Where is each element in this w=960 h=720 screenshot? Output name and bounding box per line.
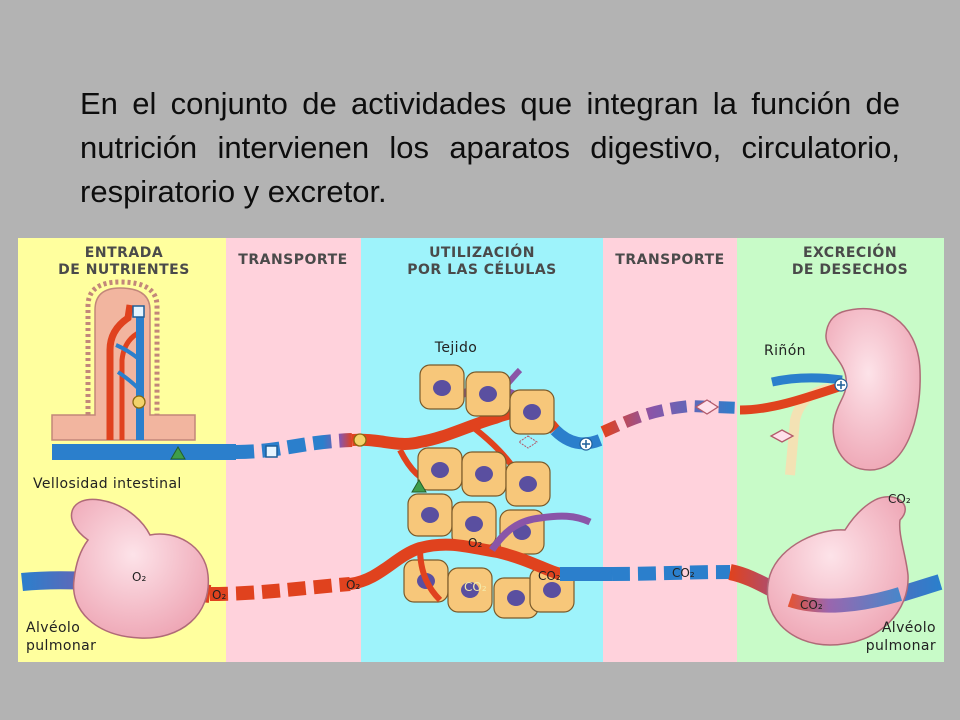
label-vellosidad: Vellosidad intestinal: [33, 476, 182, 492]
header-transporte-2: TRANSPORTE: [615, 252, 724, 268]
markers: [132, 305, 848, 493]
header-transporte-1: TRANSPORTE: [238, 252, 347, 268]
gas-labels: O₂ O₂ O₂ O₂ CO₂ CO₂ CO₂ CO₂ CO₂: [132, 492, 911, 612]
gas-co2-exhaled: CO₂: [888, 492, 911, 506]
diagram-labels: Tejido Riñón Vellosidad intestinal Alvéo…: [26, 340, 936, 654]
lipid-transport-marker: [353, 433, 367, 447]
label-alveolo-right-2: pulmonar: [866, 638, 936, 654]
column-headers: ENTRADA DE NUTRIENTES TRANSPORTE UTILIZA…: [58, 243, 908, 278]
alveolus-right: [766, 496, 909, 646]
header-entrada-line1: ENTRADA: [85, 245, 163, 261]
gas-co2-alveolus-vessel: CO₂: [800, 598, 823, 612]
header-utilizacion-line2: POR LAS CÉLULAS: [407, 261, 557, 278]
glucose-transport-marker: [265, 445, 278, 458]
gas-o2-tissue: O₂: [468, 536, 482, 550]
tissue-cells: [403, 364, 575, 619]
glucose-marker: [132, 305, 145, 318]
column-bg-transporte-2: [603, 238, 737, 662]
waste-plus-marker-kidney: [834, 378, 848, 392]
gas-co2-tissue: CO₂: [464, 580, 487, 594]
header-excrecion-line2: DE DESECHOS: [792, 262, 908, 278]
label-alveolo-left-1: Alvéolo: [26, 620, 80, 636]
label-alveolo-left-2: pulmonar: [26, 638, 96, 654]
nutrient-vessel-top: [52, 433, 353, 460]
waste-plus-marker-cell: [579, 437, 593, 451]
gas-o2-vessel-1: O₂: [212, 588, 226, 602]
urea-transport-marker: [694, 399, 720, 415]
header-utilizacion-line1: UTILIZACIÓN: [429, 243, 535, 261]
label-alveolo-right-1: Alvéolo: [882, 620, 936, 636]
kidney: [600, 307, 921, 476]
aminoacid-marker: [170, 446, 186, 460]
gas-o2-vessel-2: O₂: [346, 578, 360, 592]
label-rinon: Riñón: [764, 343, 806, 359]
intestinal-villus: [51, 279, 196, 441]
header-entrada-line2: DE NUTRIENTES: [58, 262, 190, 278]
urea-cell-marker: [518, 435, 538, 449]
header-excrecion-line1: EXCRECIÓN: [803, 243, 897, 261]
alveolus-left: [70, 498, 209, 639]
gas-o2-alveolus: O₂: [132, 570, 146, 584]
urine-marker: [769, 429, 795, 443]
lipid-marker: [132, 395, 146, 409]
gas-co2-vessel-2: CO₂: [672, 566, 695, 580]
gas-co2-vessel-1: CO₂: [538, 569, 561, 583]
aminoacid-cell-marker: [411, 479, 427, 493]
intro-paragraph: En el conjunto de actividades que integr…: [80, 86, 900, 209]
label-tejido: Tejido: [434, 340, 477, 356]
